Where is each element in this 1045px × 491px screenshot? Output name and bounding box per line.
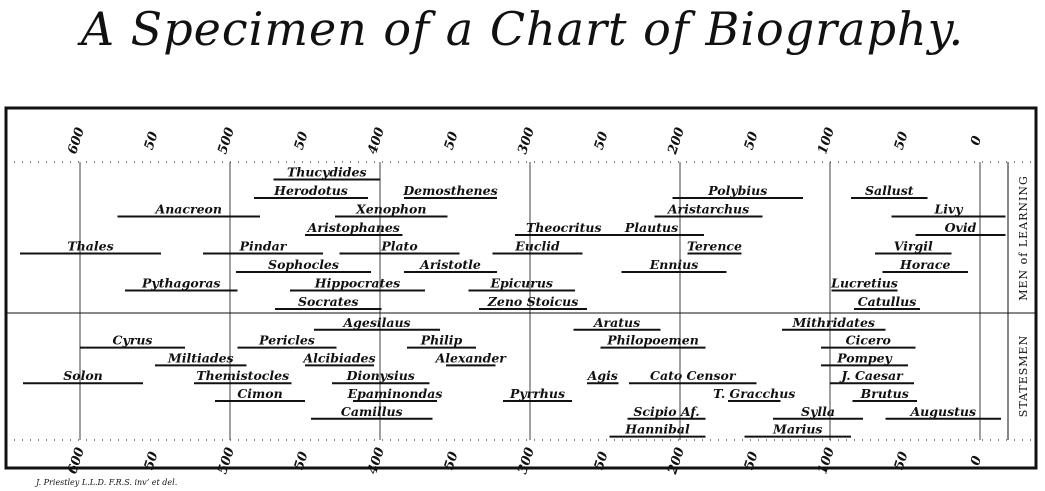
- person-name-cimon: Cimon: [237, 386, 282, 401]
- person-name-philopoemen: Philopoemen: [606, 333, 699, 348]
- tick-label-top-7: 50: [592, 130, 612, 152]
- person-name-horace: Horace: [899, 257, 950, 272]
- tick-label-top-12: 0: [968, 134, 985, 147]
- person-name-euclid: Euclid: [514, 239, 560, 254]
- person-name-agis: Agis: [587, 368, 618, 383]
- chart-title: A Specimen of a Chart of Biography.: [80, 2, 965, 56]
- tick-label-bottom-11: 50: [892, 450, 912, 472]
- person-name-miltiades: Miltiades: [167, 350, 234, 365]
- frame-outer: [4, 106, 1038, 470]
- person-name-plautus: Plautus: [624, 220, 678, 235]
- tick-label-top-1: 50: [142, 130, 162, 152]
- person-name-alcibiades: Alcibiades: [302, 350, 375, 365]
- person-name-alexander: Alexander: [435, 350, 508, 365]
- tick-label-bottom-9: 50: [742, 450, 762, 472]
- person-name-marius: Marius: [772, 422, 822, 437]
- person-name-augustus: Augustus: [909, 404, 976, 419]
- person-name-hippocrates: Hippocrates: [314, 276, 400, 291]
- tick-label-bottom-10: 100: [815, 446, 838, 476]
- tick-label-bottom-6: 300: [515, 446, 538, 476]
- section-label-men-of-learning: MEN of LEARNING: [1017, 175, 1030, 301]
- person-name-xenophon: Xenophon: [355, 202, 426, 217]
- person-name-pyrrhus: Pyrrhus: [509, 386, 565, 401]
- person-name-lucretius: Lucretius: [830, 276, 898, 291]
- person-name-mithridates: Mithridates: [792, 315, 875, 330]
- tick-label-bottom-3: 50: [292, 450, 312, 472]
- person-name-thales: Thales: [67, 239, 113, 254]
- person-name-aratus: Aratus: [593, 315, 640, 330]
- person-name-socrates: Socrates: [298, 294, 358, 309]
- person-name-polybius: Polybius: [707, 183, 767, 198]
- person-name-epaminondas: Epaminondas: [347, 386, 443, 401]
- tick-label-bottom-4: 400: [365, 446, 388, 476]
- tick-label-top-2: 500: [215, 126, 238, 156]
- tick-label-top-11: 50: [892, 130, 912, 152]
- person-name-dionysius: Dionysius: [346, 368, 415, 383]
- person-name-zeno-stoicus: Zeno Stoicus: [487, 294, 578, 309]
- person-name-aristotle: Aristotle: [419, 257, 481, 272]
- person-name-aristarchus: Aristarchus: [667, 202, 749, 217]
- tick-label-bottom-2: 500: [215, 446, 238, 476]
- person-name-catullus: Catullus: [858, 294, 917, 309]
- person-name-agesilaus: Agesilaus: [342, 315, 410, 330]
- author-credit: J. Priestley L.L.D. F.R.S. inv’ et del.: [36, 478, 178, 487]
- person-name-camillus: Camillus: [341, 404, 403, 419]
- person-name-thucydides: Thucydides: [287, 165, 367, 180]
- tick-label-bottom-0: 600: [65, 446, 88, 476]
- century-gridlines: [79, 162, 981, 440]
- person-name-anacreon: Anacreon: [155, 202, 222, 217]
- tick-label-top-8: 200: [665, 126, 688, 157]
- person-name-pericles: Pericles: [258, 333, 315, 348]
- person-name-cicero: Cicero: [846, 333, 891, 348]
- person-name-scipio-af-: Scipio Af.: [633, 404, 699, 419]
- person-name-sophocles: Sophocles: [268, 257, 339, 272]
- person-name-livy: Livy: [933, 202, 963, 217]
- person-name-cato-censor: Cato Censor: [650, 368, 737, 383]
- section-label-statesmen: STATESMEN: [1017, 335, 1030, 417]
- person-name-sylla: Sylla: [801, 404, 835, 419]
- person-name-sallust: Sallust: [865, 183, 914, 198]
- tick-label-top-3: 50: [292, 130, 312, 152]
- person-name-pompey: Pompey: [836, 350, 892, 365]
- tick-label-bottom-12: 0: [968, 454, 985, 467]
- person-name-plato: Plato: [380, 239, 417, 254]
- person-name-herodotus: Herodotus: [273, 183, 348, 198]
- tick-label-top-5: 50: [442, 130, 462, 152]
- tick-label-top-0: 600: [65, 126, 88, 156]
- tick-label-top-9: 50: [742, 130, 762, 152]
- person-name-pindar: Pindar: [239, 239, 288, 254]
- person-name-solon: Solon: [63, 368, 103, 383]
- tick-label-top-4: 400: [365, 126, 388, 156]
- person-name-philip: Philip: [420, 333, 463, 348]
- person-name-themistocles: Themistocles: [196, 368, 289, 383]
- tick-label-top-6: 300: [515, 126, 538, 156]
- person-name-virgil: Virgil: [894, 239, 933, 254]
- person-name-aristophanes: Aristophanes: [307, 220, 400, 235]
- person-name-j-caesar: J. Caesar: [839, 368, 904, 383]
- person-name-terence: Terence: [687, 239, 742, 254]
- person-name-epicurus: Epicurus: [490, 276, 553, 291]
- person-name-cyrus: Cyrus: [113, 333, 153, 348]
- person-name-ennius: Ennius: [649, 257, 699, 272]
- tick-label-bottom-8: 200: [665, 446, 688, 477]
- person-name-theocritus: Theocritus: [526, 220, 602, 235]
- person-name-demosthenes: Demosthenes: [402, 183, 497, 198]
- tick-label-bottom-7: 50: [592, 450, 612, 472]
- person-name-hannibal: Hannibal: [624, 422, 690, 437]
- person-name-brutus: Brutus: [860, 386, 909, 401]
- person-name-pythagoras: Pythagoras: [141, 276, 220, 291]
- tick-label-bottom-5: 50: [442, 450, 462, 472]
- tick-label-bottom-1: 50: [142, 450, 162, 472]
- person-name-t-gracchus: T. Gracchus: [713, 386, 795, 401]
- tick-label-top-10: 100: [815, 126, 838, 156]
- person-name-ovid: Ovid: [945, 220, 977, 235]
